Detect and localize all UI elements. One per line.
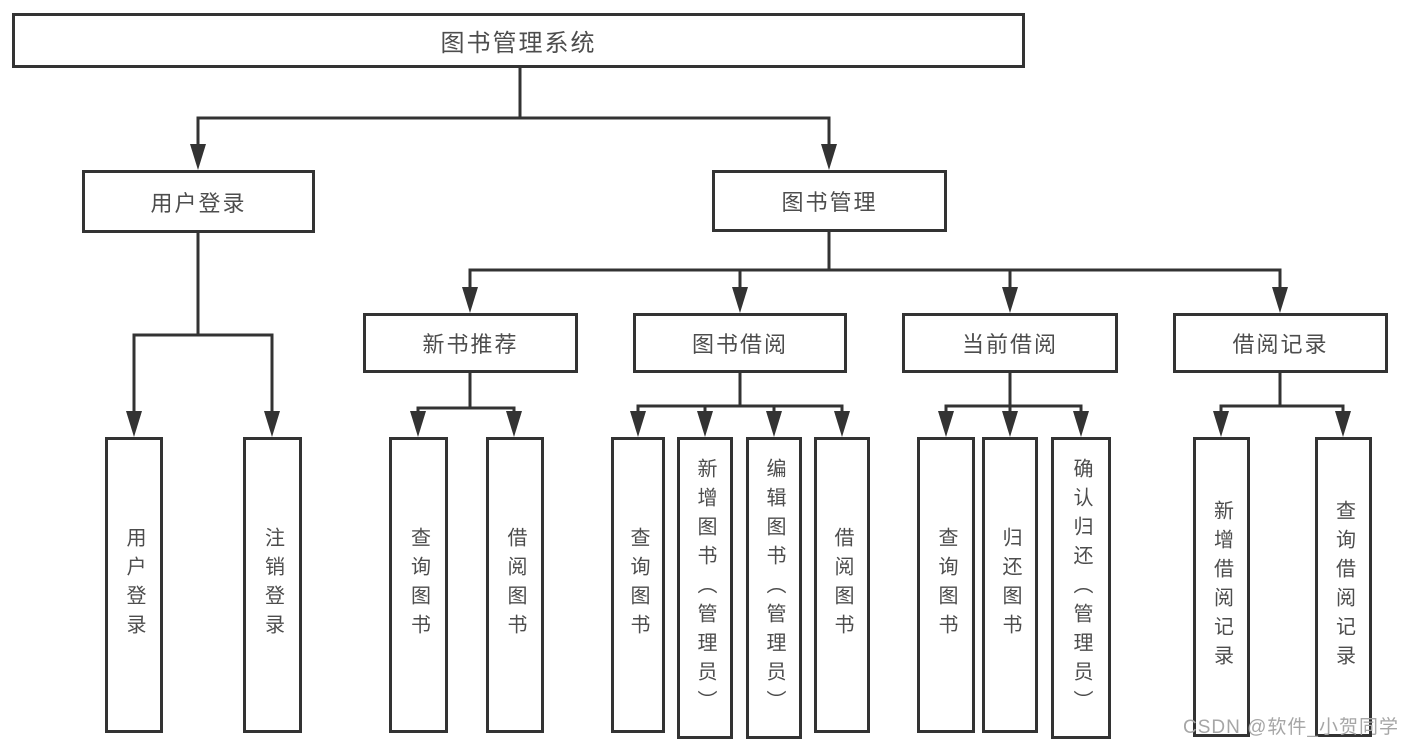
node-label: 图书借阅 (691, 332, 788, 357)
node-label: 查询图书 (627, 527, 649, 643)
connector-book-management-to-level3 (462, 230, 1288, 313)
node-label: 查询借阅记录 (1332, 500, 1355, 674)
arrowhead-icon (190, 144, 206, 170)
node-label: 用户登录 (123, 527, 145, 643)
node-book-management: 图书管理 (712, 170, 947, 232)
leaf-edit-book-admin: 编辑图书（管理员） (746, 437, 802, 739)
leaf-confirm-return-admin: 确认归还（管理员） (1051, 437, 1111, 739)
node-user-login: 用户登录 (82, 170, 315, 233)
node-label: 归还图书 (999, 527, 1021, 643)
node-label: 借阅图书 (504, 527, 526, 643)
leaf-add-book-admin: 新增图书（管理员） (677, 437, 733, 739)
connector-book-borrow-to-leaves (630, 371, 850, 437)
arrowhead-icon (1335, 411, 1351, 437)
node-label: 查询图书 (407, 527, 430, 643)
leaf-query-books-borrow: 查询图书 (611, 437, 665, 733)
connector-current-borrow-to-leaves (938, 371, 1089, 437)
arrowhead-icon (821, 144, 837, 170)
arrowhead-icon (1002, 287, 1018, 313)
node-label: 图书管理 (781, 190, 878, 215)
node-label: 当前借阅 (961, 332, 1058, 357)
arrowhead-icon (1213, 411, 1229, 437)
arrowhead-icon (938, 411, 954, 437)
node-root: 图书管理系统 (12, 13, 1025, 68)
leaf-borrow-books: 借阅图书 (814, 437, 870, 733)
arrowhead-icon (697, 411, 713, 437)
node-label: 注销登录 (261, 527, 284, 643)
node-label: 借阅记录 (1232, 332, 1329, 357)
arrowhead-icon (1002, 411, 1018, 437)
node-current-borrow: 当前借阅 (902, 313, 1118, 373)
node-label: 新增借阅记录 (1210, 500, 1233, 674)
arrowhead-icon (506, 411, 522, 437)
node-label: 用户登录 (150, 190, 247, 216)
connector-borrow-records-to-leaves (1213, 371, 1351, 437)
arrowhead-icon (1073, 411, 1089, 437)
leaf-logout: 注销登录 (243, 437, 302, 733)
arrowhead-icon (834, 411, 850, 437)
arrowhead-icon (766, 411, 782, 437)
leaf-return-book: 归还图书 (982, 437, 1038, 733)
node-label: 新增图书（管理员） (694, 457, 716, 719)
node-borrow-records: 借阅记录 (1173, 313, 1388, 373)
leaf-user-login: 用户登录 (105, 437, 163, 733)
arrowhead-icon (732, 287, 748, 313)
node-label: 编辑图书（管理员） (763, 457, 785, 719)
arrowhead-icon (462, 287, 478, 313)
leaf-borrow-books-recommend: 借阅图书 (486, 437, 544, 733)
connector-root-to-level2 (190, 66, 837, 170)
node-new-book-recommend: 新书推荐 (363, 313, 578, 373)
leaf-query-books-current: 查询图书 (917, 437, 975, 733)
connector-new-book-recommend-to-leaves (410, 371, 522, 437)
node-label: 查询图书 (935, 527, 957, 643)
node-book-borrow: 图书借阅 (633, 313, 847, 373)
arrowhead-icon (126, 411, 142, 437)
leaf-query-books-recommend: 查询图书 (389, 437, 448, 733)
node-label: 确认归还（管理员） (1070, 457, 1092, 719)
arrowhead-icon (410, 411, 426, 437)
leaf-add-borrow-record: 新增借阅记录 (1193, 437, 1250, 737)
watermark: CSDN @软件_小贺同学 (1183, 717, 1399, 738)
connector-user-login-to-leaves (126, 231, 280, 437)
arrowhead-icon (630, 411, 646, 437)
node-label: 新书推荐 (422, 332, 519, 357)
arrowhead-icon (1272, 287, 1288, 313)
arrowhead-icon (264, 411, 280, 437)
node-label: 借阅图书 (831, 527, 853, 643)
leaf-query-borrow-record: 查询借阅记录 (1315, 437, 1372, 737)
node-label: 图书管理系统 (440, 30, 597, 57)
